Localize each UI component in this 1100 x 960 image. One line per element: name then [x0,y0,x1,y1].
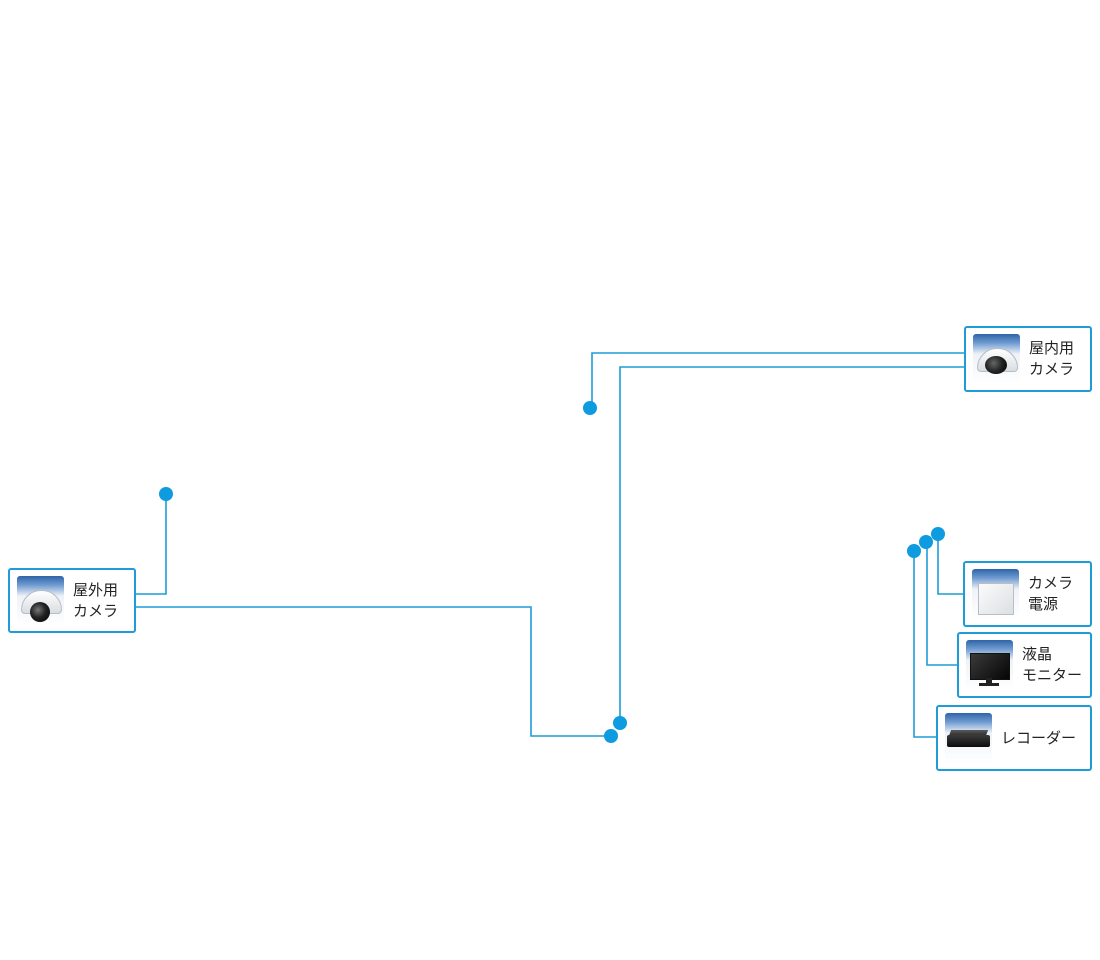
connector-dot [583,401,597,415]
connector-dot [907,544,921,558]
indoor-camera-lower-line [619,366,964,723]
power-supply-icon [972,569,1019,619]
connector-dot [919,535,933,549]
lcd-monitor-label-line2: モニター [1022,666,1083,684]
outdoor-camera-label-line2: カメラ [73,601,119,620]
recorder-box: レコーダー [936,705,1092,771]
lcd-monitor-label-line1: 液晶 [1022,645,1053,663]
indoor-dome-camera-icon [973,334,1020,384]
indoor-camera-label-line2: カメラ [1029,360,1075,378]
outdoor-camera-label-line1: 屋外用 [73,580,119,599]
lcd-monitor-box: 液晶 モニター [957,632,1092,698]
indoor-camera-box: 屋内用 カメラ [964,326,1092,392]
indoor-camera-upper-line [591,352,964,408]
lcd-monitor-icon [966,640,1013,690]
outdoor-camera-lower-line [136,606,612,737]
indoor-camera-label: 屋内用 カメラ [1029,338,1074,380]
camera-power-label: カメラ 電源 [1028,573,1073,615]
lcd-monitor-label: 液晶 モニター [1022,644,1082,686]
connector-dot [613,716,627,730]
outdoor-camera-upper-line [136,494,167,595]
connector-dot [159,487,173,501]
indoor-camera-label-line1: 屋内用 [1029,339,1075,357]
camera-power-line [937,534,963,595]
camera-power-label-line2: 電源 [1028,595,1059,613]
recorder-label-line1: レコーダー [1001,728,1077,747]
outdoor-camera-label: 屋外用 カメラ [73,580,118,622]
connector-dot [604,729,618,743]
outdoor-dome-camera-icon [17,575,64,626]
camera-power-box: カメラ 電源 [963,561,1092,627]
outdoor-camera-box: 屋外用 カメラ [8,568,136,633]
recorder-icon [945,713,992,763]
connector-dot [931,527,945,541]
camera-power-label-line1: カメラ [1028,574,1074,592]
recorder-line [913,551,936,738]
recorder-label: レコーダー [1001,728,1076,749]
lcd-monitor-line [926,542,957,666]
